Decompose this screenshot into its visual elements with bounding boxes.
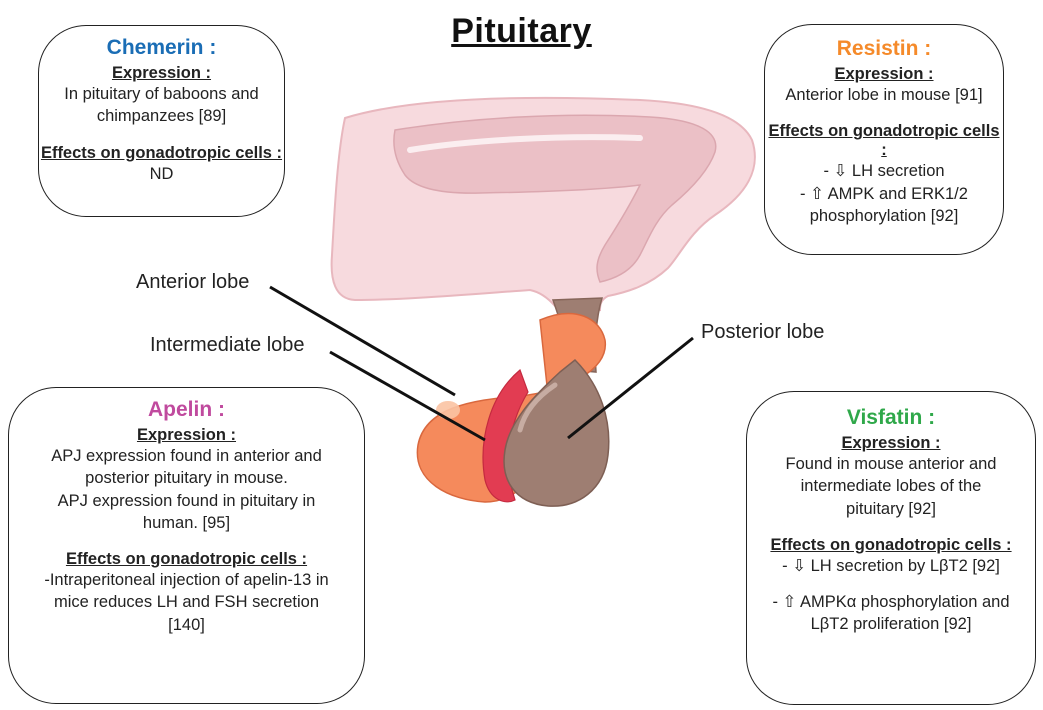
resistin-box: Resistin : Expression : Anterior lobe in… [764,24,1004,255]
apelin-effects-line: mice reduces LH and FSH secretion [9,591,364,613]
visfatin-effects-line: - ⇧ AMPKα phosphorylation and [747,591,1035,613]
resistin-effects-line: phosphorylation [92] [765,205,1003,227]
visfatin-expression-heading: Expression : [747,434,1035,453]
visfatin-expression-line: intermediate lobes of the [747,475,1035,497]
anterior-lobe-label: Anterior lobe [136,271,249,294]
apelin-box: Apelin : Expression : APJ expression fou… [8,387,365,704]
apelin-expression-line: APJ expression found in pituitary in [9,490,364,512]
resistin-effects-heading: Effects on gonadotropic cells : [765,122,1003,160]
visfatin-effects-heading: Effects on gonadotropic cells : [747,536,1035,555]
apelin-title: Apelin : [9,398,364,422]
chemerin-expression-line: chimpanzees [89] [39,105,284,127]
resistin-expression-line: Anterior lobe in mouse [91] [765,84,1003,106]
visfatin-effects-line: - ⇩ LH secretion by LβT2 [92] [747,555,1035,577]
apelin-effects-line: [140] [9,614,364,636]
chemerin-effects-heading: Effects on gonadotropic cells : [39,144,284,163]
visfatin-effects-line: LβT2 proliferation [92] [747,613,1035,635]
apelin-effects-line: -Intraperitoneal injection of apelin-13 … [9,569,364,591]
visfatin-box: Visfatin : Expression : Found in mouse a… [746,391,1036,705]
resistin-effects-line: - ⇧ AMPK and ERK1/2 [765,183,1003,205]
apelin-expression-line: posterior pituitary in mouse. [9,467,364,489]
apelin-expression-line: human. [95] [9,512,364,534]
chemerin-effects-line: ND [39,163,284,185]
apelin-expression-line: APJ expression found in anterior and [9,445,364,467]
chemerin-expression-heading: Expression : [39,64,284,83]
anterior-lobe-highlight [436,401,460,419]
resistin-expression-heading: Expression : [765,65,1003,84]
chemerin-expression-line: In pituitary of baboons and [39,83,284,105]
chemerin-title: Chemerin : [39,36,284,60]
resistin-title: Resistin : [765,37,1003,61]
intermediate-lobe-label: Intermediate lobe [150,334,305,357]
apelin-expression-heading: Expression : [9,426,364,445]
visfatin-expression-line: Found in mouse anterior and [747,453,1035,475]
visfatin-expression-line: pituitary [92] [747,498,1035,520]
resistin-effects-line: - ⇩ LH secretion [765,160,1003,182]
chemerin-box: Chemerin : Expression : In pituitary of … [38,25,285,217]
apelin-effects-heading: Effects on gonadotropic cells : [9,550,364,569]
posterior-lobe-label: Posterior lobe [701,321,824,344]
visfatin-title: Visfatin : [747,406,1035,430]
